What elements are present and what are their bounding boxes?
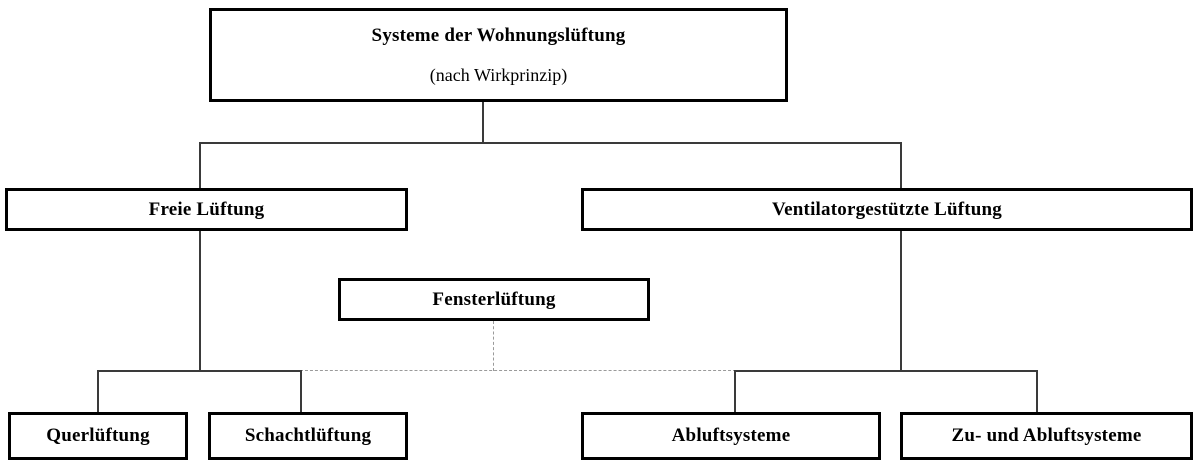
- node-freie-lueftung[interactable]: Freie Lüftung: [5, 188, 408, 231]
- node-zu-und-abluftsysteme-label: Zu- und Abluftsysteme: [951, 425, 1142, 447]
- node-schachtlueftung[interactable]: Schachtlüftung: [208, 412, 408, 460]
- connector-ventilatorgestuetzte-lueftung-down: [900, 231, 902, 371]
- connector-dashed-cross-link: [300, 370, 736, 371]
- node-fensterlueftung[interactable]: Fensterlüftung: [338, 278, 650, 321]
- node-ventilatorgestuetzte-lueftung-label: Ventilatorgestützte Lüftung: [771, 198, 1003, 220]
- node-querlueftung[interactable]: Querlüftung: [8, 412, 188, 460]
- connector-bus-to-ventilatorgestuetzte-lueftung: [900, 142, 902, 190]
- connector-sub-to-zu-und-abluftsysteme: [1036, 370, 1038, 413]
- connector-main-bus: [199, 142, 902, 144]
- connector-sub-to-abluftsysteme: [734, 370, 736, 413]
- node-abluftsysteme[interactable]: Abluftsysteme: [581, 412, 881, 460]
- node-ventilatorgestuetzte-lueftung[interactable]: Ventilatorgestützte Lüftung: [581, 188, 1193, 231]
- node-schachtlueftung-label: Schachtlüftung: [244, 425, 372, 447]
- connector-left-sub-bus: [97, 370, 302, 372]
- connector-root-stub: [482, 102, 484, 144]
- node-freie-lueftung-label: Freie Lüftung: [148, 198, 265, 220]
- connector-sub-to-querlueftung: [97, 370, 99, 413]
- node-querlueftung-label: Querlüftung: [46, 425, 150, 447]
- node-zu-und-abluftsysteme[interactable]: Zu- und Abluftsysteme: [900, 412, 1193, 460]
- node-abluftsysteme-label: Abluftsysteme: [671, 425, 791, 447]
- connector-bus-to-freie-lueftung: [199, 142, 201, 190]
- node-fensterlueftung-label: Fensterlüftung: [432, 288, 556, 310]
- connector-sub-to-schachtlueftung: [300, 370, 302, 413]
- connector-right-sub-bus: [734, 370, 1038, 372]
- connector-fensterlueftung-dashed-stub: [493, 321, 494, 371]
- node-systeme-der-wohnungslueftung[interactable]: Systeme der Wohnungslüftung (nach Wirkpr…: [209, 8, 788, 102]
- node-subtitle-text: (nach Wirkprinzip): [429, 64, 568, 85]
- connector-freie-lueftung-down: [199, 231, 201, 371]
- node-title-text: Systeme der Wohnungslüftung: [371, 24, 626, 46]
